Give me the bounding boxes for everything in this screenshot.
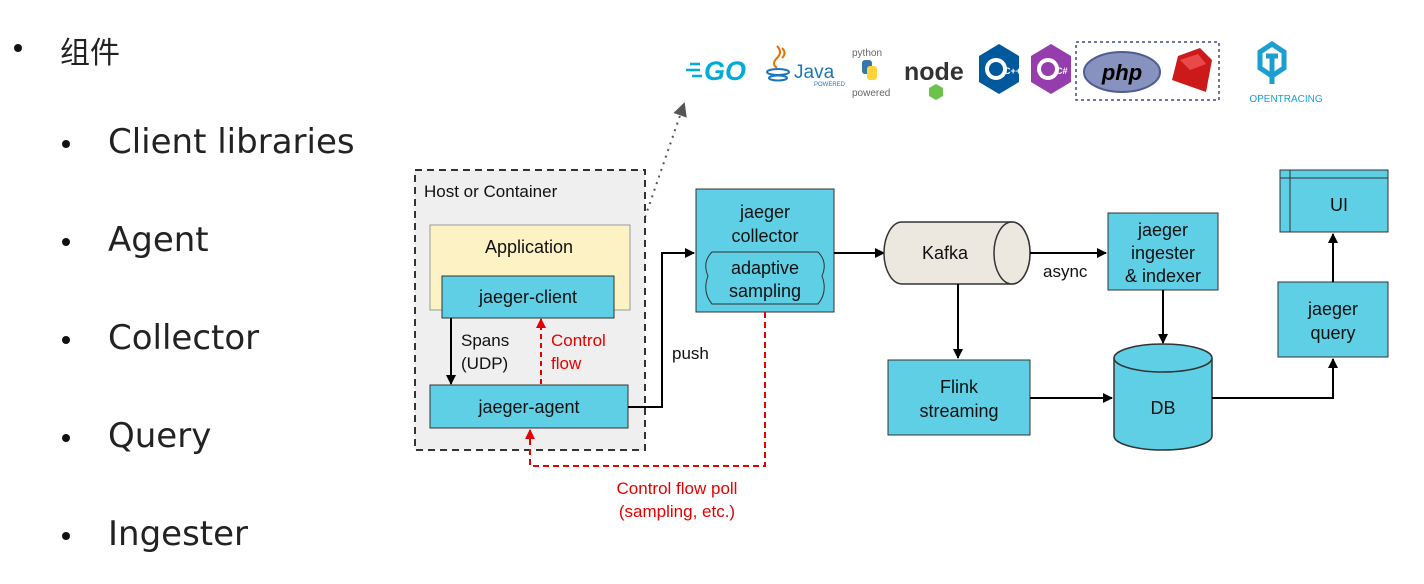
- ingester-label-line3: & indexer: [1125, 266, 1201, 286]
- go-logo-text: GO: [704, 56, 746, 86]
- control-flow-label-line1: Control: [551, 331, 606, 350]
- java-powered-text: POWERED: [814, 82, 846, 88]
- csharp-logo-text: C#: [1056, 66, 1068, 76]
- poll-label-line1: Control flow poll: [617, 479, 738, 498]
- php-ruby-group-box: [1075, 41, 1220, 101]
- python-top-text: python: [852, 48, 882, 59]
- control-flow-poll-arrow: [525, 312, 766, 467]
- bullet-dot: [62, 140, 70, 148]
- cpp-logo-text: C++: [1004, 66, 1021, 76]
- bullet-dot: [62, 532, 70, 540]
- csharp-logo: C#: [1031, 44, 1071, 94]
- java-logo: Java POWERED: [766, 45, 846, 88]
- php-logo-text: php: [1101, 60, 1142, 85]
- bullet-dot: [62, 434, 70, 442]
- flink-streaming-box: [887, 359, 1031, 436]
- list-item-label: Query: [108, 416, 212, 456]
- node-logo-text: node: [904, 58, 964, 86]
- php-logo: php: [1083, 51, 1161, 93]
- db-label: DB: [1150, 398, 1175, 418]
- jaeger-client-box: [441, 275, 615, 319]
- ingester-label-line2: ingester: [1131, 243, 1195, 263]
- component-list: 组件 Client libraries Agent Collector Quer…: [0, 0, 400, 584]
- push-label: push: [672, 344, 709, 363]
- collector-label-line1: jaeger: [739, 202, 790, 222]
- adaptive-label-line1: adaptive: [731, 258, 799, 278]
- list-item-label: Agent: [108, 220, 209, 260]
- async-label: async: [1043, 262, 1088, 281]
- jaeger-ingester-box: [1107, 212, 1219, 291]
- db-to-query-arrow: [1212, 358, 1338, 399]
- push-arrow: [628, 248, 695, 408]
- query-label-line2: query: [1310, 323, 1355, 343]
- spans-label-line2: (UDP): [461, 354, 508, 373]
- heading-text: 组件: [60, 36, 120, 71]
- python-bottom-text: powered: [852, 88, 890, 99]
- cpp-logo: C++: [979, 44, 1021, 94]
- adaptive-sampling-box: [705, 251, 825, 305]
- flink-label-line2: streaming: [919, 401, 998, 421]
- language-logos: GO Java POWERED python powered node C++: [686, 40, 1323, 105]
- client-to-logos-arrow: [619, 102, 687, 291]
- collector-label-line2: collector: [731, 226, 798, 246]
- opentracing-logo: OPENTRACING: [1249, 40, 1323, 105]
- db-cylinder: DB: [1113, 343, 1213, 451]
- jaeger-client-label: jaeger-client: [478, 287, 577, 307]
- control-flow-label-line2: flow: [551, 354, 582, 373]
- ingester-label-line1: jaeger: [1137, 220, 1188, 240]
- application-label: Application: [485, 237, 573, 257]
- node-logo: node: [904, 58, 964, 100]
- query-label-line1: jaeger: [1307, 299, 1358, 319]
- ui-label: UI: [1330, 195, 1348, 215]
- spans-label-line1: Spans: [461, 331, 509, 350]
- flink-label-line1: Flink: [940, 377, 979, 397]
- jaeger-agent-label: jaeger-agent: [477, 397, 579, 417]
- java-logo-text: Java: [794, 62, 835, 83]
- list-item-label: Client libraries: [108, 122, 355, 162]
- go-logo: GO: [686, 56, 746, 86]
- ui-box: [1279, 169, 1389, 233]
- jaeger-agent-box: [429, 384, 629, 429]
- list-item-label: Ingester: [108, 514, 249, 554]
- kafka-cylinder: Kafka: [883, 221, 1031, 285]
- jaeger-query-box: [1277, 281, 1389, 358]
- python-logo: python powered: [852, 48, 890, 99]
- bullet-dot: [62, 336, 70, 344]
- bullet-dot: [62, 238, 70, 246]
- bullet-dot: [14, 44, 22, 52]
- poll-label-line2: (sampling, etc.): [619, 502, 735, 521]
- adaptive-label-line2: sampling: [729, 281, 801, 301]
- host-label: Host or Container: [424, 182, 558, 201]
- list-item-label: Collector: [108, 318, 260, 358]
- ruby-icon: [1172, 48, 1212, 92]
- opentracing-text: OPENTRACING: [1249, 94, 1323, 105]
- kafka-label: Kafka: [922, 243, 969, 263]
